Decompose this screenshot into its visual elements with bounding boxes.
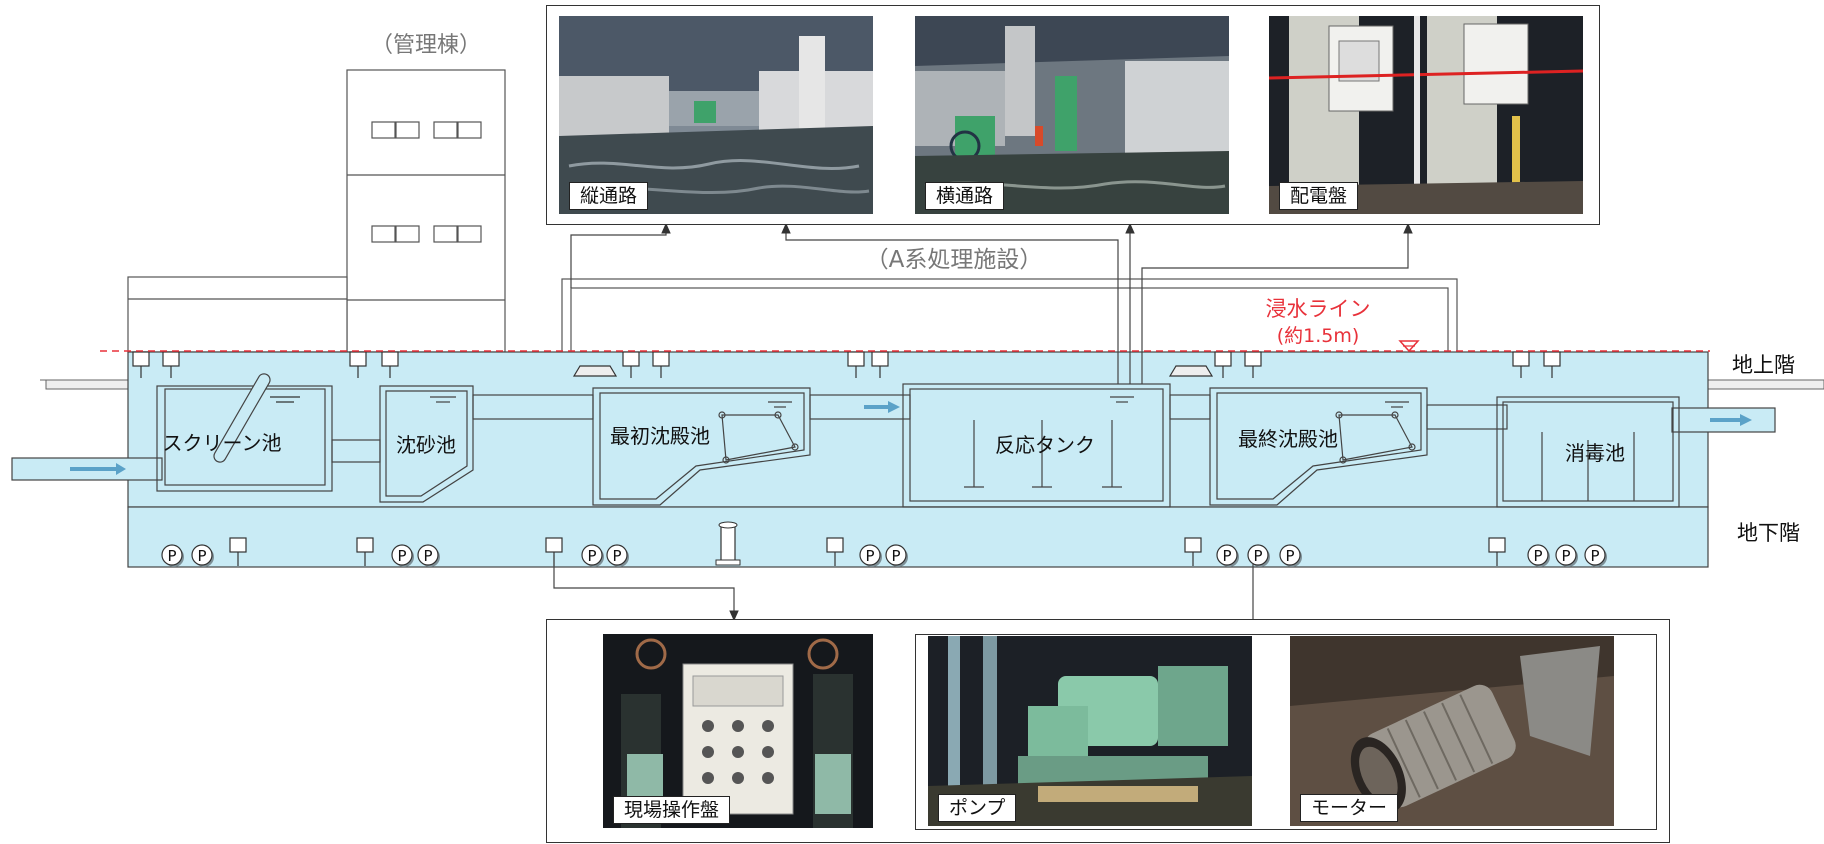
basement-structure [127, 506, 1709, 568]
pump-symbol-label: P [197, 547, 206, 565]
pump-symbol [1247, 544, 1269, 566]
pump-symbol-label: P [1253, 547, 1262, 565]
roof-vents [132, 351, 1561, 378]
pump-symbol-label: P [1590, 547, 1599, 565]
pump-symbol-label: P [1561, 547, 1570, 565]
screen-tank [156, 373, 333, 492]
inflow-pipe [11, 457, 163, 481]
photo-label: ポンプ [938, 794, 1017, 822]
pump-symbol-label: P [587, 547, 596, 565]
pump-symbol [1555, 544, 1577, 566]
pump-symbol [1279, 544, 1301, 566]
system-a-label: （A系処理施設） [866, 247, 1043, 273]
pump-symbol [161, 544, 183, 566]
pump-symbol-label: P [423, 547, 432, 565]
reaction-tank-label: 反応タンク [995, 433, 1095, 457]
pump-symbol-label: P [891, 547, 900, 565]
flood-line-depth: (約1.5m) [1277, 325, 1360, 347]
control-box [1184, 537, 1202, 553]
primary-settling-label: 最初沈殿池 [610, 424, 710, 448]
control-box [229, 537, 247, 553]
control-box [1488, 537, 1506, 553]
pump-symbol [391, 544, 413, 566]
grit-tank-label: 沈砂池 [396, 433, 456, 457]
connector-arrows [553, 222, 1413, 638]
pump-symbol [1584, 544, 1606, 566]
disinfection-tank [1496, 396, 1680, 508]
screen-tank-label: スクリーン池 [163, 431, 282, 455]
pump-symbol [417, 544, 439, 566]
top-photo-panel: 縦通路 横通路 [546, 5, 1600, 225]
left-building [127, 276, 348, 353]
outflow-pipe [1671, 407, 1776, 433]
photo-label: 現場操作盤 [613, 796, 731, 824]
flood-line-label: 浸水ライン [1266, 297, 1371, 321]
photo-label: 配電盤 [1279, 182, 1359, 210]
disinfection-tank-label: 消毒池 [1565, 441, 1625, 465]
pump-symbol [859, 544, 881, 566]
control-panel-image [603, 634, 873, 828]
photo-distribution-board: 配電盤 [1269, 16, 1583, 214]
photo-label: モーター [1300, 794, 1399, 822]
control-box [545, 537, 563, 553]
pump-symbol [581, 544, 603, 566]
ground-floor-label: 地上階 [1732, 353, 1795, 377]
pump-symbol [191, 544, 213, 566]
pump-symbol-label: P [1222, 547, 1231, 565]
pump-symbol-label: P [1285, 547, 1294, 565]
basement-column [715, 521, 741, 566]
pump-symbol-label: P [167, 547, 176, 565]
photo-label: 横通路 [925, 182, 1005, 210]
distribution-board-image [1269, 16, 1583, 214]
admin-building [346, 69, 506, 353]
pump-symbol-label: P [612, 547, 621, 565]
pump-symbol [1527, 544, 1549, 566]
pump-symbol-label: P [1533, 547, 1542, 565]
pump-symbol [606, 544, 628, 566]
pump-symbol [885, 544, 907, 566]
control-box [826, 537, 844, 553]
photo-pump: ポンプ [928, 636, 1252, 826]
admin-building-label: （管理棟） [371, 33, 481, 58]
pump-motor-subpanel: ポンプ モーター [915, 634, 1657, 830]
flooded-passage-image [915, 16, 1229, 214]
photo-horizontal-passage: 横通路 [915, 16, 1229, 214]
pump-symbol [1216, 544, 1238, 566]
bottom-photo-panel: 現場操作盤 ポンプ [546, 619, 1670, 843]
photo-motor: モーター [1290, 636, 1614, 826]
final-settling-tank [1209, 387, 1508, 506]
final-settling-label: 最終沈殿池 [1238, 427, 1338, 451]
photo-vertical-passage: 縦通路 [559, 16, 873, 214]
flooded-passage-image [559, 16, 873, 214]
reaction-tank [902, 383, 1211, 508]
basement-label: 地下階 [1737, 521, 1800, 545]
control-box [356, 537, 374, 553]
pump-image [928, 636, 1252, 826]
pump-symbol-label: P [865, 547, 874, 565]
pump-symbol-label: P [397, 547, 406, 565]
photo-local-control-panel: 現場操作盤 [603, 634, 873, 828]
motor-image [1290, 636, 1614, 826]
photo-label: 縦通路 [569, 182, 649, 210]
